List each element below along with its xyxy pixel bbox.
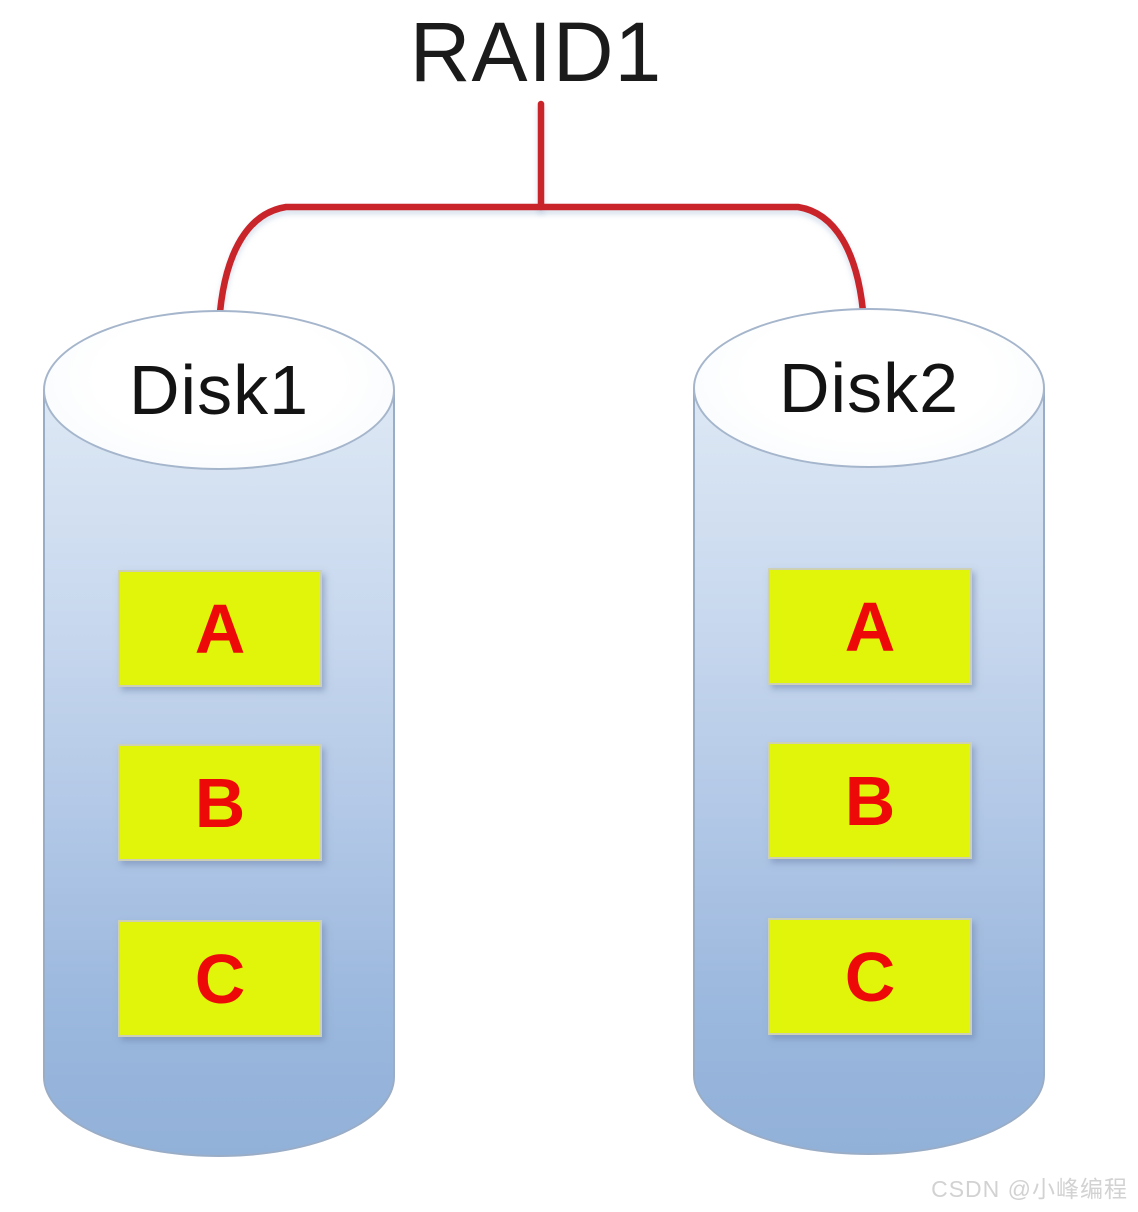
disk2-cylinder: Disk2 A B C [693, 308, 1045, 1155]
disk1-block-a: A [118, 570, 322, 687]
disk2-block-c: C [768, 918, 972, 1035]
disk2-block-a-label: A [844, 587, 896, 666]
disk1-block-c: C [118, 920, 322, 1037]
disk2-block-c-label: C [844, 937, 896, 1016]
disk1-block-b: B [118, 744, 322, 861]
connector-bracket-line [216, 203, 867, 316]
disk1-cylinder: Disk1 A B C [43, 310, 395, 1157]
disk2-block-b-label: B [844, 761, 896, 840]
disk1-top-ellipse: Disk1 [43, 310, 395, 470]
disk2-label: Disk2 [778, 349, 960, 427]
diagram-title: RAID1 [409, 5, 663, 99]
disk1-block-a-label: A [194, 589, 246, 668]
disk1-block-b-label: B [194, 763, 246, 842]
watermark: CSDN @小峰编程 [931, 1176, 1128, 1202]
disk1-block-c-label: C [194, 939, 246, 1018]
disk2-block-b: B [768, 742, 972, 859]
disk1-label: Disk1 [128, 351, 310, 429]
disk2-top-ellipse: Disk2 [693, 308, 1045, 468]
disk2-block-a: A [768, 568, 972, 685]
